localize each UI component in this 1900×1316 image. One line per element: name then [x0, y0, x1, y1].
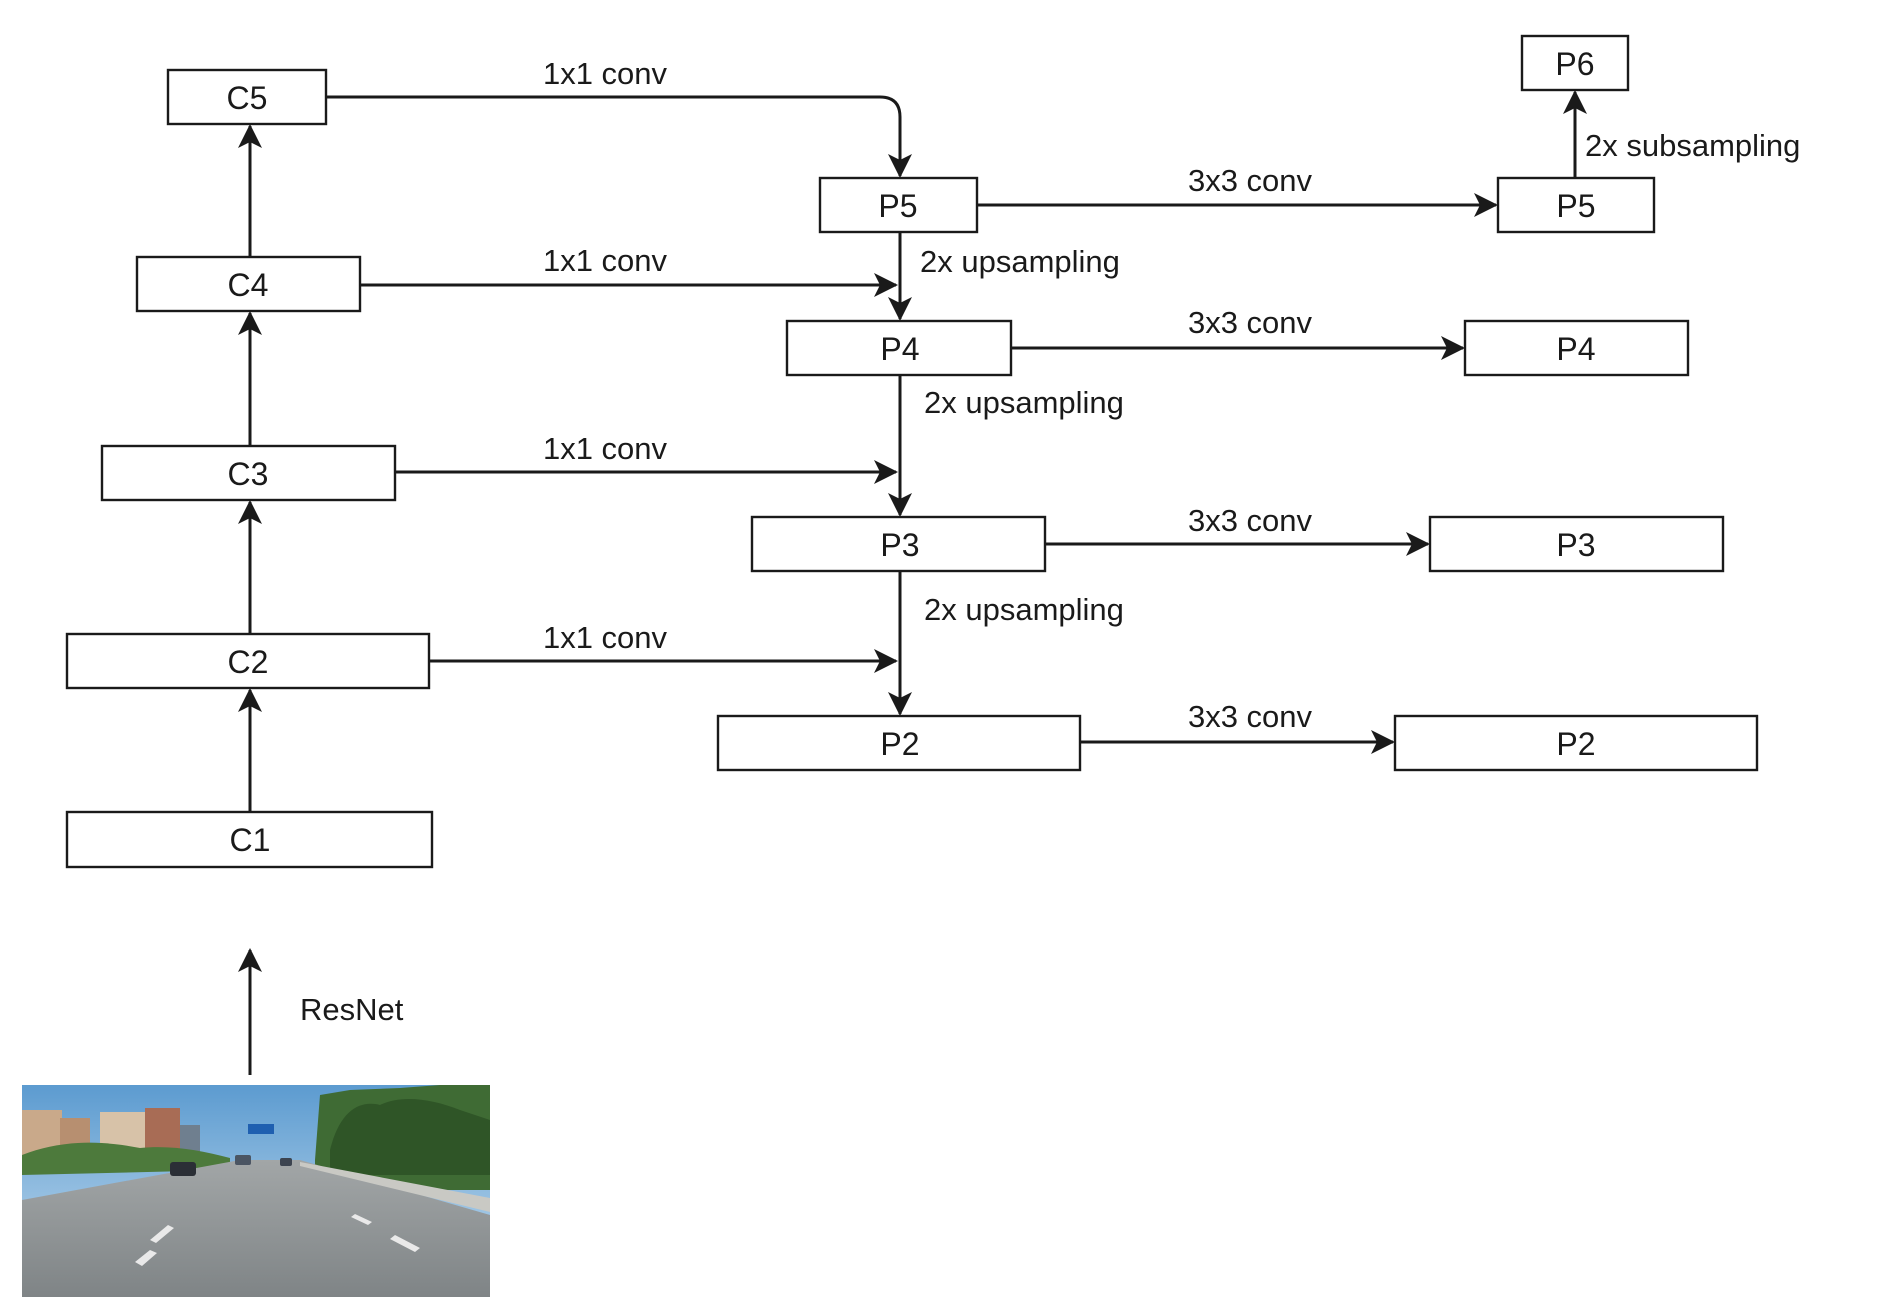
p2-output-label: P2 — [1556, 726, 1595, 762]
node-p4: P4 — [785, 319, 1013, 377]
node-c5: C5 — [166, 68, 328, 126]
p5-output-label: P5 — [1556, 188, 1595, 224]
label-p5-to-p4: 2x upsampling — [920, 244, 1120, 279]
c2-label: C2 — [228, 644, 269, 680]
label-p3-to-p2: 2x upsampling — [924, 592, 1124, 627]
label-resnet: ResNet — [300, 992, 404, 1027]
label-c2-to-p2: 1x1 conv — [543, 620, 668, 655]
label-subsampling: 2x subsampling — [1585, 128, 1800, 163]
label-p4-to-output: 3x3 conv — [1188, 305, 1313, 340]
node-p2: P2 — [716, 714, 1082, 772]
label-c4-to-p4: 1x1 conv — [543, 243, 668, 278]
node-p3-output: P3 — [1428, 515, 1725, 573]
arrow-c5-to-p5 — [326, 95, 912, 178]
p5-label: P5 — [878, 188, 917, 224]
label-p2-to-output: 3x3 conv — [1188, 699, 1313, 734]
label-p4-to-p3: 2x upsampling — [924, 385, 1124, 420]
node-p2-output: P2 — [1393, 714, 1759, 772]
p3-label: P3 — [880, 527, 919, 563]
node-c2: C2 — [65, 632, 431, 690]
label-c3-to-p3: 1x1 conv — [543, 431, 668, 466]
p4-output-label: P4 — [1556, 331, 1595, 367]
c5-label: C5 — [227, 80, 268, 116]
node-p5-output: P5 — [1496, 176, 1656, 234]
c4-label: C4 — [228, 267, 269, 303]
node-p5: P5 — [818, 176, 979, 234]
label-p3-to-output: 3x3 conv — [1188, 503, 1313, 538]
node-p4-output: P4 — [1463, 319, 1690, 377]
label-c5-to-p5: 1x1 conv — [543, 56, 668, 91]
p6-label: P6 — [1555, 46, 1594, 82]
node-c1: C1 — [65, 810, 434, 869]
c1-label: C1 — [230, 822, 271, 858]
p2-label: P2 — [880, 726, 919, 762]
input-street-image — [22, 1085, 490, 1297]
p3-output-label: P3 — [1556, 527, 1595, 563]
p4-label: P4 — [880, 331, 919, 367]
node-c3: C3 — [100, 444, 397, 502]
label-p5-to-output: 3x3 conv — [1188, 163, 1313, 198]
c3-label: C3 — [228, 456, 269, 492]
node-p3: P3 — [750, 515, 1047, 573]
node-c4: C4 — [135, 255, 362, 313]
node-p6: P6 — [1520, 34, 1630, 92]
